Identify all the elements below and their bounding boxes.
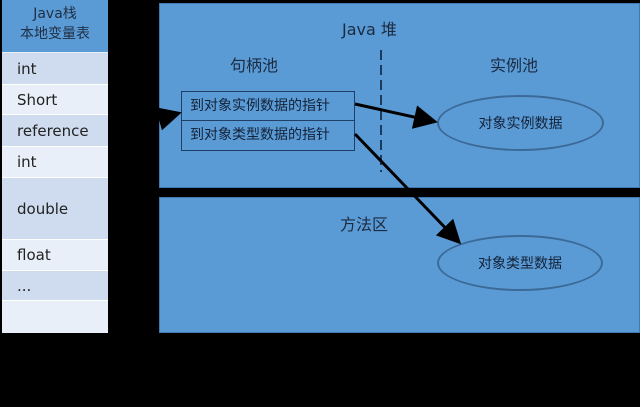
instance-pool-label: 实例池 xyxy=(490,56,539,75)
stack-slot-double: double xyxy=(2,178,108,240)
instance-pointer-arrow xyxy=(354,102,438,129)
local-variable-table-title: 本地变量表 xyxy=(20,26,90,42)
instance-data-label: 对象实例数据 xyxy=(478,116,563,132)
type-data-label: 对象类型数据 xyxy=(478,256,562,272)
handle-instance-pointer: 到对象实例数据的指针 xyxy=(182,92,354,121)
slot-label: double xyxy=(17,199,69,218)
stack-slot-int: int xyxy=(2,53,108,85)
object-instance-data-ellipse: 对象实例数据 xyxy=(437,95,604,151)
java-stack-local-variable-table: Java栈 本地变量表 int Short reference int doub… xyxy=(2,0,108,333)
handle-table: 到对象实例数据的指针 到对象类型数据的指针 xyxy=(181,91,355,151)
stack-slot-reference: reference xyxy=(2,115,108,147)
slot-label: Short xyxy=(17,90,58,109)
slot-label: reference xyxy=(17,121,89,140)
stack-header: Java栈 本地变量表 xyxy=(2,0,108,52)
type-pointer-arrow xyxy=(353,132,462,245)
slot-label: int xyxy=(17,59,37,78)
stack-slot-short: Short xyxy=(2,85,108,115)
handle-pool-label: 句柄池 xyxy=(230,56,279,75)
slot-label: int xyxy=(17,153,37,171)
stack-slot-float: float xyxy=(2,240,108,271)
object-type-data-ellipse: 对象类型数据 xyxy=(437,235,603,291)
method-area-title: 方法区 xyxy=(340,215,389,234)
stack-title: Java栈 xyxy=(33,6,77,22)
heap-title: Java 堆 xyxy=(342,20,397,39)
reference-to-handle-arrow xyxy=(155,107,182,131)
stack-slot-int-2: int xyxy=(2,147,108,178)
slot-label: float xyxy=(17,246,51,264)
java-heap-region: Java 堆 句柄池 实例池 xyxy=(159,3,640,188)
handle-type-pointer: 到对象类型数据的指针 xyxy=(190,127,330,143)
stack-slot-empty xyxy=(2,301,108,333)
slot-label: ... xyxy=(17,276,32,295)
stack-slot-ellipsis: ... xyxy=(2,271,108,301)
